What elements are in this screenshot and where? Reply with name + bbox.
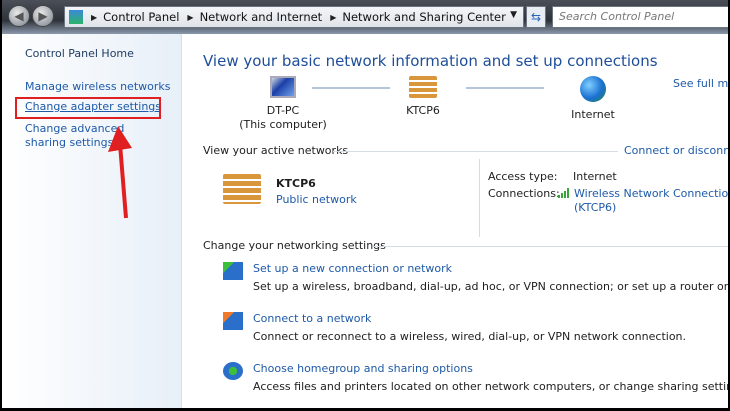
red-arrow-annotation bbox=[108, 126, 132, 219]
sidebar: Control Panel Home Manage wireless netwo… bbox=[2, 34, 182, 408]
wireless-connection-sub[interactable]: (KTCP6) bbox=[574, 201, 617, 214]
computer-name: DT-PC bbox=[266, 104, 300, 117]
task-new-connection-desc: Set up a wireless, broadband, dial-up, a… bbox=[253, 280, 728, 293]
forward-button[interactable]: ▶ bbox=[32, 5, 54, 27]
address-bar[interactable]: ▶ Control Panel ▶ Network and Internet ▶ Ne… bbox=[64, 6, 524, 28]
vertical-divider bbox=[479, 159, 480, 237]
globe-icon bbox=[580, 76, 606, 102]
chevron-down-icon[interactable]: ▼ bbox=[510, 10, 517, 20]
active-network-name: KTCP6 bbox=[276, 177, 316, 190]
sidebar-item-change-adapter[interactable]: Change adapter settings bbox=[25, 100, 162, 113]
sidebar-item-home[interactable]: Control Panel Home bbox=[25, 47, 134, 60]
network-icon bbox=[69, 10, 83, 24]
task-homegroup-link[interactable]: Choose homegroup and sharing options bbox=[253, 362, 473, 375]
map-connector bbox=[312, 87, 390, 89]
chevron-right-icon: ▶ bbox=[187, 12, 194, 22]
task-connect-network-link[interactable]: Connect to a network bbox=[253, 312, 372, 325]
divider bbox=[373, 246, 728, 247]
breadcrumb-control-panel[interactable]: Control Panel bbox=[103, 10, 180, 24]
see-full-map-link[interactable]: See full map bbox=[673, 77, 728, 90]
chevron-right-icon: ▶ bbox=[330, 12, 337, 22]
chevron-right-icon: ▶ bbox=[91, 12, 98, 22]
back-arrow-icon: ◀ bbox=[14, 9, 24, 23]
computer-icon bbox=[270, 76, 296, 98]
highlight-box bbox=[15, 97, 161, 119]
refresh-icon: ⇆ bbox=[530, 10, 542, 24]
refresh-button[interactable]: ⇆ bbox=[526, 6, 546, 28]
divider bbox=[333, 151, 618, 152]
map-node-network[interactable]: KTCP6 bbox=[393, 76, 453, 118]
sidebar-item-advanced-sharing[interactable]: Change advanced sharing settings bbox=[25, 122, 125, 149]
main-content: View your basic network information and … bbox=[183, 34, 728, 408]
map-node-computer[interactable]: DT-PC (This computer) bbox=[233, 76, 333, 132]
task-connect-network-desc: Connect or reconnect to a wireless, wire… bbox=[253, 330, 687, 343]
toolbar: ◀ ▶ ▶ Control Panel ▶ Network and Internet… bbox=[2, 0, 728, 34]
computer-sub: (This computer) bbox=[239, 118, 327, 131]
internet-label: Internet bbox=[571, 108, 615, 121]
wifi-signal-icon bbox=[558, 188, 569, 198]
wireless-connection-link[interactable]: Wireless Network Connection bbox=[574, 187, 728, 200]
access-type-label: Access type: bbox=[488, 170, 558, 183]
access-type-value: Internet bbox=[573, 170, 617, 183]
forward-arrow-icon: ▶ bbox=[38, 9, 48, 23]
map-node-internet[interactable]: Internet bbox=[563, 76, 623, 122]
task-new-connection-link[interactable]: Set up a new connection or network bbox=[253, 262, 453, 275]
breadcrumb-network-internet[interactable]: Network and Internet bbox=[199, 10, 323, 24]
task-homegroup-desc: Access files and printers located on oth… bbox=[253, 380, 728, 393]
new-connection-icon bbox=[223, 262, 243, 280]
connections-label: Connections: bbox=[488, 187, 560, 200]
back-button[interactable]: ◀ bbox=[8, 5, 30, 27]
bench-icon bbox=[409, 76, 437, 98]
map-connector bbox=[466, 87, 544, 89]
sidebar-item-manage-wireless[interactable]: Manage wireless networks bbox=[25, 80, 171, 93]
breadcrumb-sharing-center[interactable]: Network and Sharing Center bbox=[342, 10, 506, 24]
network-name: KTCP6 bbox=[406, 104, 440, 117]
page-title: View your basic network information and … bbox=[203, 52, 658, 70]
homegroup-icon bbox=[223, 362, 243, 380]
active-networks-header: View your active networks bbox=[203, 144, 349, 157]
connect-disconnect-link[interactable]: Connect or disconnect bbox=[624, 144, 728, 157]
connect-network-icon bbox=[223, 312, 243, 330]
search-input[interactable]: Search Control Panel bbox=[552, 6, 728, 28]
settings-header: Change your networking settings bbox=[203, 239, 386, 252]
network-type-link[interactable]: Public network bbox=[276, 193, 357, 206]
bench-icon bbox=[223, 174, 261, 204]
